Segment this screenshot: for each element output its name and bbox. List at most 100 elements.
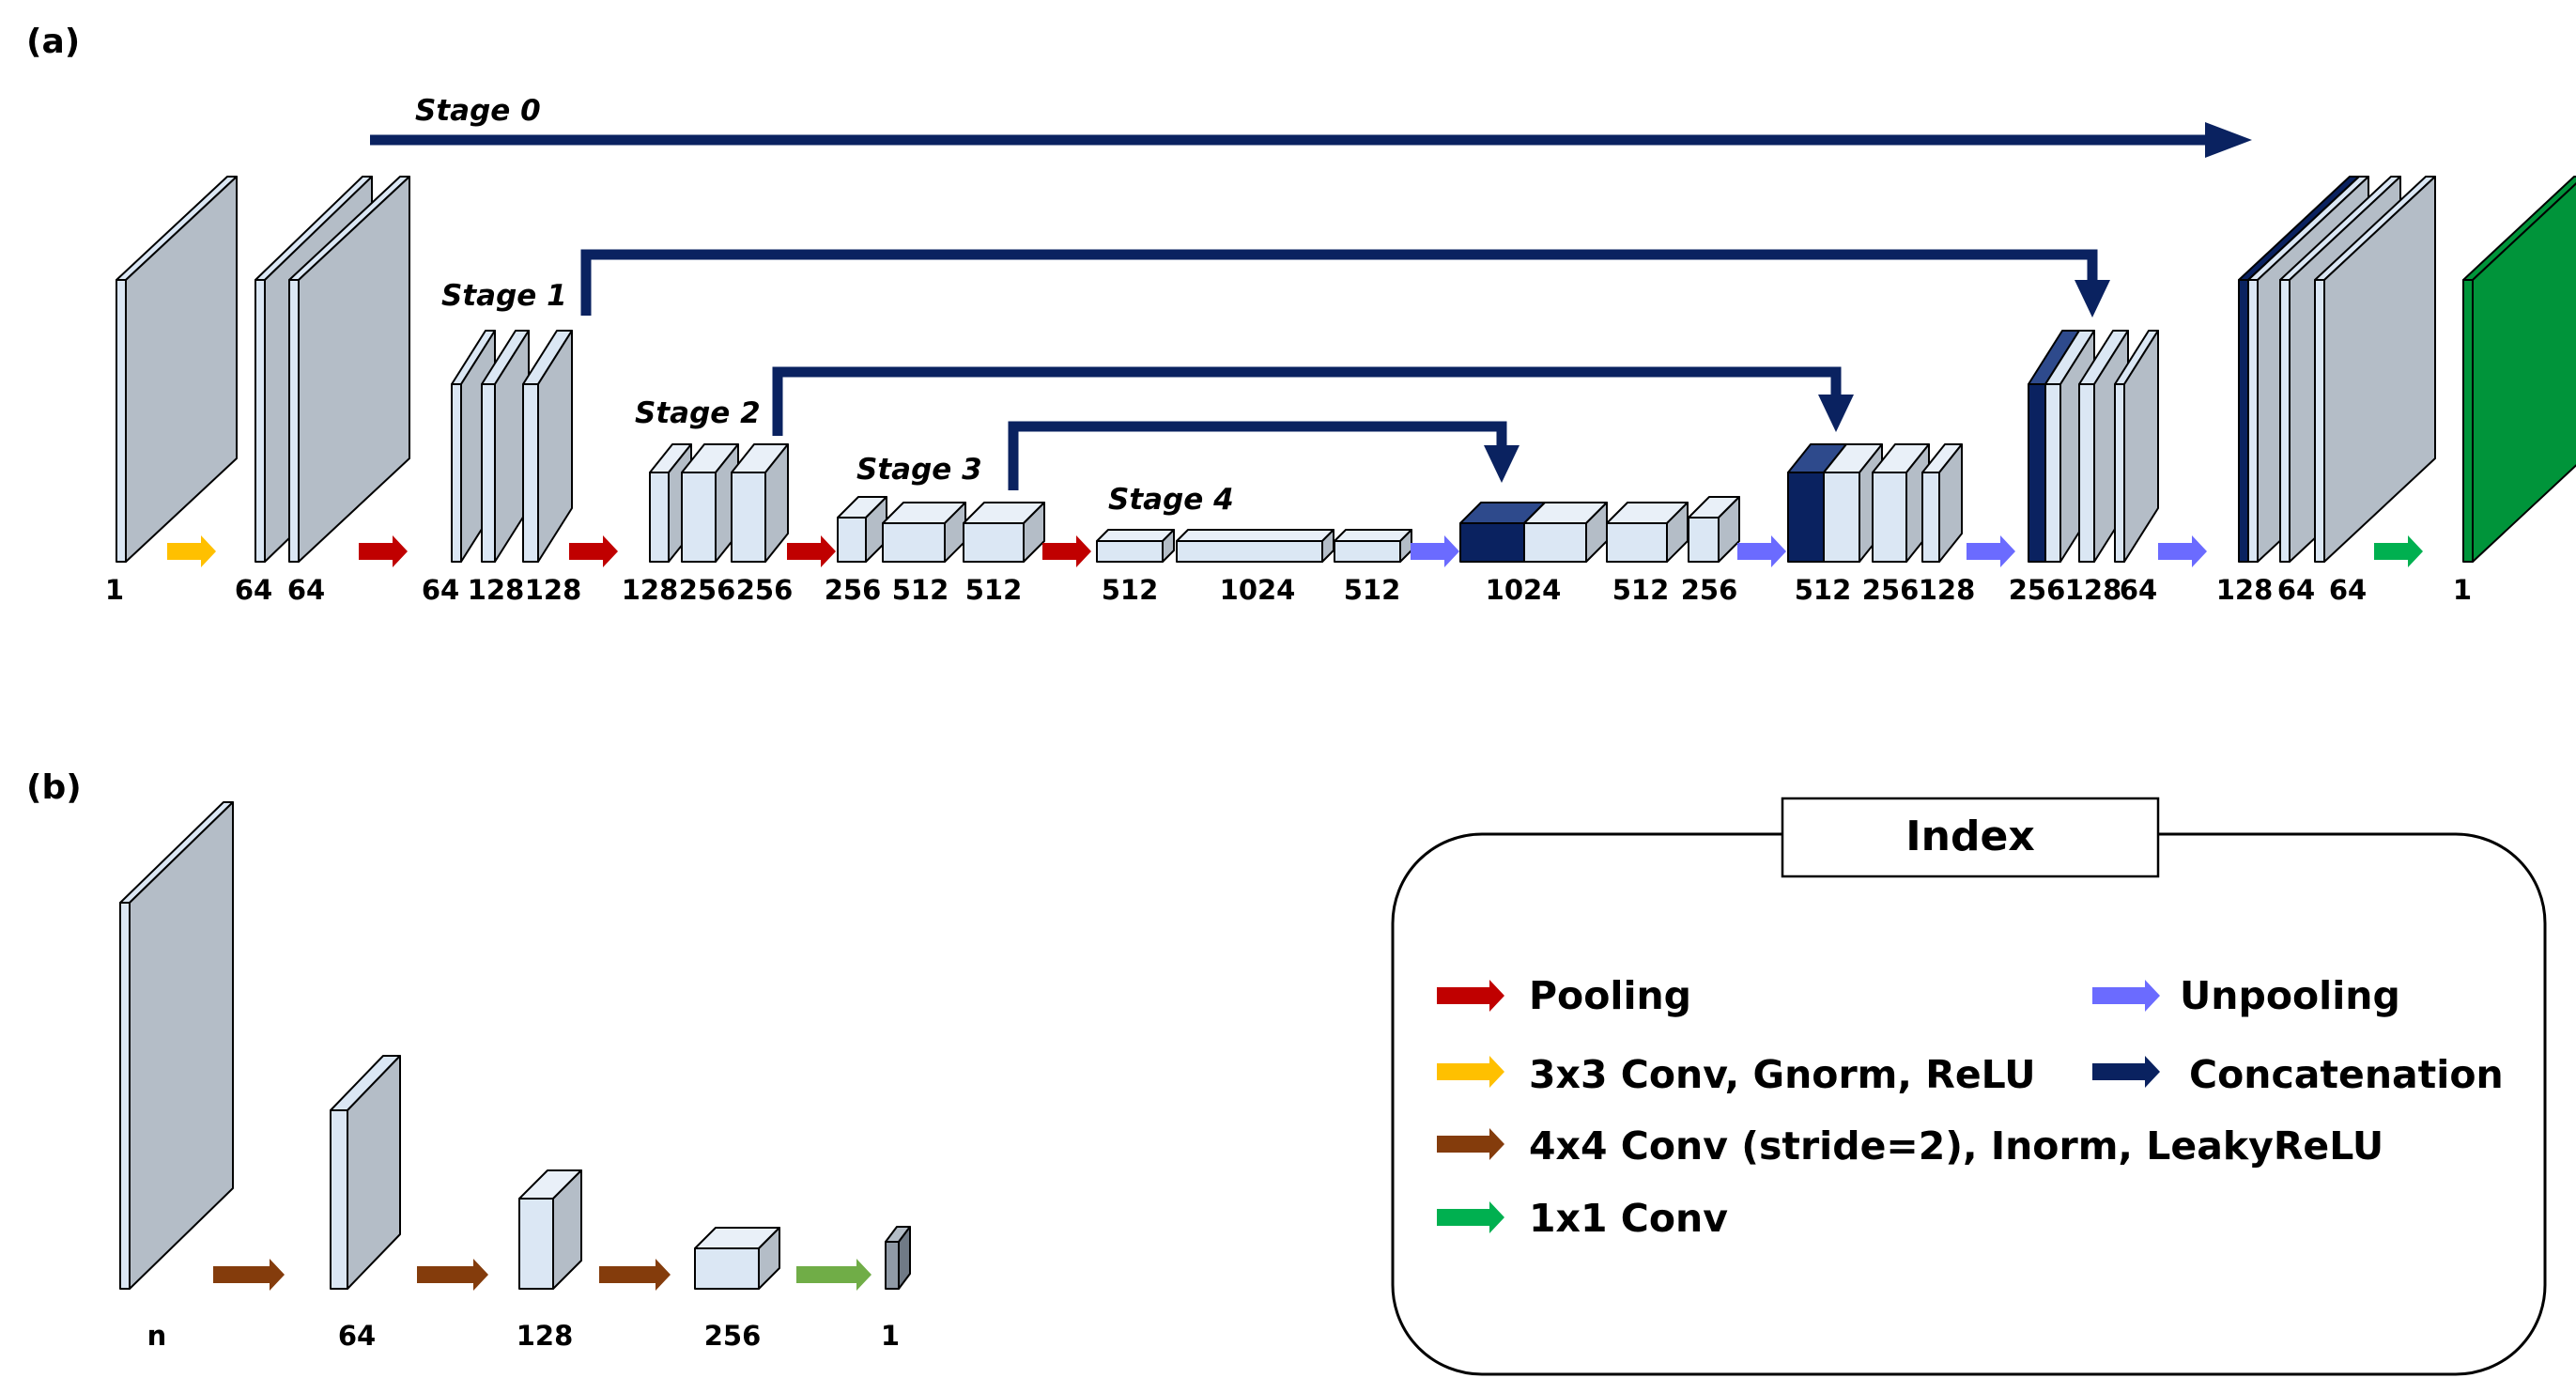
channel-label: 1 xyxy=(2453,574,2472,606)
legend-pooling-icon xyxy=(1437,980,1504,1012)
block-front-face xyxy=(1688,517,1720,563)
stage-2-label: Stage 2 xyxy=(635,396,761,430)
legend-concatenation-icon-shape xyxy=(2092,1056,2160,1088)
legend-conv1x1-icon-shape xyxy=(1437,1201,1504,1233)
block-front-face xyxy=(330,1109,348,1290)
block-front-face xyxy=(2078,383,2095,563)
unpooling-arrow xyxy=(2158,535,2207,567)
feature-map-block xyxy=(1921,443,1963,563)
block-front-face xyxy=(1872,472,1907,563)
pooling-arrow xyxy=(359,535,408,567)
block-side-face xyxy=(129,801,234,1290)
block-front-face xyxy=(963,522,1025,563)
skip-arrowhead-stage-2 xyxy=(1818,395,1854,432)
block-side-face xyxy=(2472,182,2576,563)
feature-map-block xyxy=(481,330,530,563)
block-front-face xyxy=(1334,540,1401,563)
block-side-face xyxy=(125,176,238,563)
legend-conv4x4-icon-shape xyxy=(1437,1128,1504,1160)
block-front-face xyxy=(1606,522,1668,563)
conv3x3-arrow xyxy=(167,535,216,567)
unpooling-arrow-shape xyxy=(1737,535,1786,567)
channel-label: 64 xyxy=(287,574,325,606)
block-front-face xyxy=(885,1241,900,1290)
unpooling-arrow-shape xyxy=(1411,535,1459,567)
feature-map-block xyxy=(330,1055,401,1290)
legend-label-conv3x3: 3x3 Conv, Gnorm, ReLU xyxy=(1529,1052,2036,1097)
channel-label: 128 xyxy=(2216,574,2274,606)
channel-labels-b: n 64 128 256 1 xyxy=(147,1320,900,1352)
channel-label: 1024 xyxy=(1486,574,1562,606)
panel-a-label: (a) xyxy=(26,23,80,61)
feature-map-block xyxy=(518,1169,582,1290)
feature-map-block xyxy=(731,443,789,563)
legend-conv4x4-icon xyxy=(1437,1128,1504,1160)
conv4x4-arrow-shape xyxy=(213,1259,285,1291)
block-front-face xyxy=(481,383,496,563)
skip-arrowhead-stage-3 xyxy=(1484,445,1519,483)
block-top-face xyxy=(1176,529,1334,542)
block-front-face xyxy=(1921,472,1940,563)
legend-label-unpooling: Unpooling xyxy=(2180,973,2400,1018)
channel-label: 256 xyxy=(704,1320,762,1352)
block-front-face xyxy=(2114,383,2125,563)
unpooling-arrow-shape xyxy=(2158,535,2207,567)
feature-map-block xyxy=(1334,529,1412,563)
feature-map-block xyxy=(837,496,887,563)
block-front-face xyxy=(2247,279,2259,563)
channel-label: 128 xyxy=(1919,574,1976,606)
block-front-face xyxy=(288,279,300,563)
channel-label: 1024 xyxy=(1220,574,1296,606)
channel-label: 128 xyxy=(2065,574,2122,606)
block-front-face xyxy=(2028,383,2046,563)
feature-map-block xyxy=(119,801,234,1290)
unpooling-arrow-shape xyxy=(1967,535,2015,567)
conv4x4-arrow xyxy=(417,1259,488,1291)
block-front-face xyxy=(731,472,766,563)
feature-map-block xyxy=(288,176,410,563)
feature-map-block xyxy=(1176,529,1334,563)
channel-label: 256 xyxy=(1862,574,1920,606)
block-top-face xyxy=(1096,529,1175,542)
channel-label: 256 xyxy=(2009,574,2066,606)
feature-map-block xyxy=(885,1226,911,1290)
block-front-face xyxy=(1096,540,1164,563)
pooling-arrow-shape xyxy=(359,535,408,567)
channel-label: 128 xyxy=(468,574,525,606)
block-front-face xyxy=(1523,522,1587,563)
skip-connection-stage-2 xyxy=(772,366,1842,436)
feature-map-block xyxy=(2114,330,2159,563)
block-front-face xyxy=(116,279,127,563)
channel-label: 512 xyxy=(1795,574,1852,606)
feature-map-block xyxy=(681,443,739,563)
operation-arrows xyxy=(167,535,2423,1291)
block-front-face xyxy=(2462,279,2474,563)
pooling-arrow-shape xyxy=(787,535,836,567)
channel-label: 64 xyxy=(2277,574,2315,606)
legend-conv3x3-icon xyxy=(1437,1056,1504,1088)
stage-4-label: Stage 4 xyxy=(1108,483,1234,517)
channel-label: 128 xyxy=(622,574,679,606)
block-front-face xyxy=(1176,540,1323,563)
block-front-face xyxy=(694,1247,760,1290)
conv3x3-arrow-shape xyxy=(167,535,216,567)
channel-label: 256 xyxy=(825,574,882,606)
pooling-arrow-shape xyxy=(569,535,618,567)
channel-label: 512 xyxy=(892,574,949,606)
channel-label: 256 xyxy=(1681,574,1738,606)
block-front-face xyxy=(255,279,266,563)
legend: Index Pooling Unpooling 3x3 Conv, Gnorm,… xyxy=(1391,797,2547,1376)
channel-label: 512 xyxy=(965,574,1023,606)
legend-conv1x1-icon xyxy=(1437,1201,1504,1233)
conv1x1-arrow-shape xyxy=(796,1259,872,1291)
channel-label: 1 xyxy=(105,574,124,606)
block-top-face xyxy=(1334,529,1412,542)
conv1x1-arrow xyxy=(796,1259,872,1291)
feature-map-block xyxy=(116,176,238,563)
block-front-face xyxy=(451,383,462,563)
block-front-face xyxy=(882,522,946,563)
feature-map-block xyxy=(2314,176,2436,563)
pooling-arrow xyxy=(1042,535,1091,567)
feature-map-block xyxy=(1872,443,1930,563)
